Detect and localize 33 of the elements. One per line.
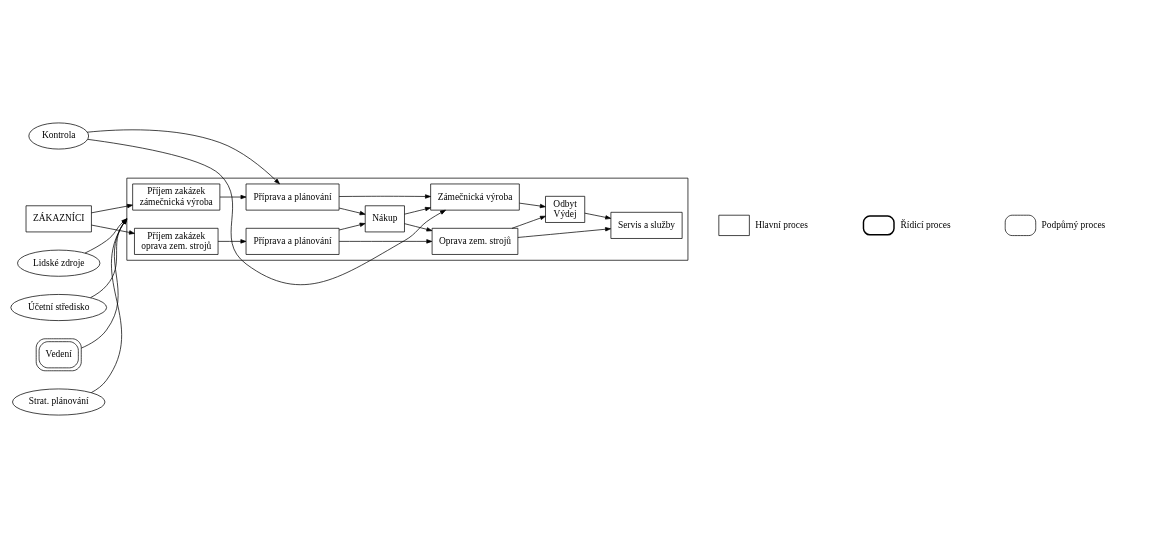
node-box: Příjem zakázek zámečnická výroba (132, 183, 221, 211)
arrow (338, 194, 431, 199)
arrow (519, 202, 546, 209)
node-box: Příprava a plánování (245, 227, 340, 255)
arrow (404, 206, 431, 215)
arrow (338, 222, 366, 231)
arrow (338, 239, 433, 244)
arrow (338, 207, 366, 216)
arrow (404, 223, 433, 232)
node-box: Zámečnická výroba (430, 183, 520, 211)
node-ellipse: Kontrola (28, 122, 89, 150)
arrow (584, 212, 612, 220)
arrow (219, 194, 247, 200)
arrow (87, 129, 280, 185)
legend-label: Řídicí proces (900, 219, 951, 230)
arrow (91, 224, 135, 235)
node-ellipse: Účetní středisko (10, 294, 107, 321)
legend-label: Hlavní proces (755, 219, 808, 230)
arrow (87, 139, 446, 286)
arrow (91, 203, 133, 214)
node-box: Příjem zakázek oprava zem. strojů (134, 227, 219, 255)
node-ellipse: Strat. plánování (12, 388, 106, 416)
node-box: Příprava a plánování (245, 183, 340, 211)
node-box: Nákup (364, 205, 405, 233)
node-box: Oprava zem. strojů (431, 227, 519, 255)
arrow (517, 227, 611, 238)
legend-label: Podpůrný proces (1041, 219, 1106, 230)
node-box: Servis a služby (610, 211, 683, 239)
arrow (217, 239, 247, 244)
node-box: ZÁKAZNÍCI (25, 205, 92, 233)
node-ellipse: Lidské zdroje (17, 249, 101, 277)
arrow (511, 215, 546, 229)
node-box: Odbyt Výdej (545, 195, 586, 223)
